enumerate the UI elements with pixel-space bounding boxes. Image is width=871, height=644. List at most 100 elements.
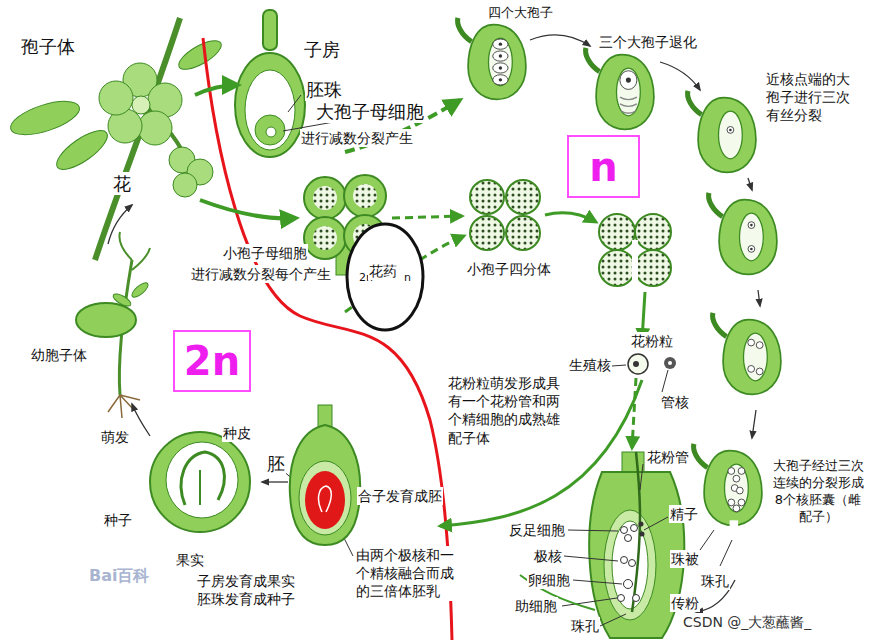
- drawing-part: [664, 357, 676, 369]
- pollination-label: 传粉: [670, 594, 700, 612]
- drawing-part: [622, 452, 644, 474]
- polar-nuclei-label: 极核: [533, 547, 563, 565]
- diploid-box: 2n: [173, 330, 251, 392]
- drawing-part: [660, 62, 700, 90]
- gametophyte-note: 花粉粒萌发形成具有一个花粉管和两个精细胞的成熟雄配子体: [447, 374, 567, 447]
- drawing-part: [108, 395, 140, 418]
- drawing-part: [748, 366, 755, 373]
- endosperm-note: 由两个极核和一个精核融合而成的三倍体胚乳: [355, 546, 457, 601]
- young-sporophyte-label: 幼胞子体: [30, 346, 88, 364]
- drawing-part: [51, 124, 113, 176]
- drawing-part: [99, 81, 133, 115]
- drawing-part: [319, 486, 332, 512]
- drawing-part: [624, 580, 633, 589]
- drawing-part: [629, 560, 636, 567]
- drawing-part: [175, 35, 226, 75]
- ploidy-text: 2n: [184, 341, 240, 381]
- drawing-part: [470, 180, 504, 214]
- drawing-part: [644, 517, 668, 530]
- drawing-part: [130, 281, 150, 300]
- drawing-part: [756, 342, 763, 349]
- degeneration-note: 三个大孢子退化: [598, 33, 698, 51]
- drawing-part: [493, 51, 508, 61]
- seed-label: 种子: [103, 511, 133, 529]
- drawing-part: [255, 115, 285, 145]
- flower-illustration: [7, 18, 226, 260]
- drawing-part: [750, 248, 753, 251]
- drawing-part: [195, 85, 238, 95]
- drawing-part: [635, 214, 671, 250]
- drawing-part: [305, 471, 345, 529]
- drawing-part: [621, 557, 628, 564]
- drawing-part: [720, 540, 732, 566]
- ovule-two-nuclei: [709, 193, 777, 275]
- drawing-part: [499, 42, 502, 45]
- drawing-part: [758, 290, 760, 306]
- watermark: Bai百科: [88, 566, 150, 587]
- drawing-part: [304, 177, 346, 219]
- drawing-part: [493, 75, 508, 85]
- drawing-part: [493, 39, 508, 49]
- fruit-illustration: [290, 405, 360, 545]
- drawing-part: [353, 184, 377, 208]
- drawing-part: [604, 510, 656, 620]
- drawing-part: [150, 432, 250, 532]
- drawing-part: [344, 175, 386, 217]
- synergid-label: 助细胞: [514, 597, 558, 615]
- drawing-part: [166, 442, 238, 518]
- drawing-part: [620, 71, 637, 90]
- drawing-part: [728, 468, 735, 475]
- drawing-part: [688, 91, 756, 173]
- drawing-part: [111, 292, 132, 309]
- meiosis-note: 进行减数分裂每个产生: [190, 265, 332, 283]
- drawing-part: [632, 378, 636, 448]
- drawing-part: [628, 354, 648, 374]
- drawing-part: [748, 178, 752, 190]
- sporophyte-label: 孢子体: [20, 35, 76, 58]
- drawing-part: [132, 96, 150, 114]
- drawing-part: [95, 18, 180, 260]
- drawing-part: [132, 404, 150, 436]
- drawing-part: [748, 246, 755, 253]
- generative-nucleus-label: 生殖核: [568, 356, 612, 374]
- antipodal-label: 反足细胞: [508, 521, 566, 539]
- drawing-part: [470, 216, 504, 250]
- megaspore-label: 四个大孢子: [487, 5, 554, 22]
- drawing-part: [738, 499, 745, 506]
- drawing-part: [756, 368, 763, 375]
- drawing-part: [728, 499, 735, 506]
- drawing-part: [633, 595, 640, 602]
- drawing-part: [700, 530, 714, 550]
- seed-coat-label: 种皮: [222, 424, 252, 442]
- drawing-part: [245, 70, 295, 150]
- seedling-illustration: [76, 232, 150, 418]
- ovary-illustration: [235, 10, 305, 157]
- ellipse-shape: [347, 224, 423, 330]
- micropyle-label: 珠孔: [700, 572, 730, 590]
- drawing-part: [640, 532, 645, 537]
- drawing-part: [173, 173, 197, 197]
- drawing-part: [506, 180, 540, 214]
- drawing-part: [313, 226, 337, 250]
- drawing-part: [668, 361, 672, 365]
- drawing-part: [288, 95, 301, 112]
- drawing-part: [573, 580, 622, 584]
- egg-cell-label: 卵细胞: [527, 571, 571, 589]
- drawing-part: [729, 129, 732, 132]
- germination-label: 萌发: [100, 428, 130, 446]
- drawing-part: [736, 487, 743, 494]
- drawing-part: [620, 97, 637, 113]
- drawing-part: [499, 66, 502, 69]
- drawing-part: [662, 370, 668, 392]
- pollen-grain: [628, 354, 676, 374]
- drawing-part: [733, 475, 740, 482]
- drawing-part: [181, 452, 224, 505]
- pollen-sacs: [599, 214, 671, 300]
- drawing-part: [612, 521, 648, 609]
- drawing-part: [632, 452, 640, 612]
- drawing-part: [600, 614, 626, 626]
- green-arrows: [195, 85, 645, 610]
- haploid-box: n: [567, 135, 640, 198]
- drawing-part: [733, 505, 740, 512]
